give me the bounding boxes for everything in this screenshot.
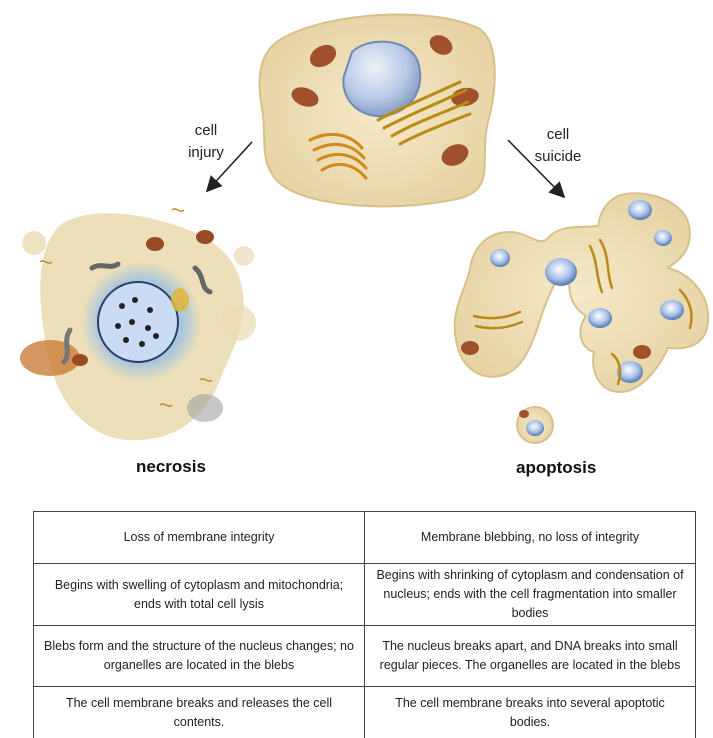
cell-death-illustration [0,0,713,500]
necrosis-caption: necrosis [136,457,206,477]
table-row: The cell membrane breaks and releases th… [34,687,696,738]
necrotic-cell [20,209,256,440]
necrosis-cell: The cell membrane breaks and releases th… [34,687,365,738]
suicide-label: cell suicide [526,124,590,168]
healthy-cell [260,15,495,207]
table-row: Loss of membrane integrity Membrane bleb… [34,512,696,564]
apoptosis-cell: The cell membrane breaks into several ap… [365,687,696,738]
necrosis-cell: Blebs form and the structure of the nucl… [34,626,365,687]
necrosis-cell: Begins with swelling of cytoplasm and mi… [34,564,365,626]
table-row: Begins with swelling of cytoplasm and mi… [34,564,696,626]
apoptotic-cell [455,193,708,443]
suicide-label-line2: suicide [526,146,590,168]
injury-label-line2: injury [176,142,236,164]
apoptosis-cell: Membrane blebbing, no loss of integrity [365,512,696,564]
injury-label-line1: cell [176,120,236,142]
apoptosis-caption: apoptosis [516,458,596,478]
injury-label: cell injury [176,120,236,164]
apoptosis-cell: Begins with shrinking of cytoplasm and c… [365,564,696,626]
comparison-table: Loss of membrane integrity Membrane bleb… [33,511,696,738]
necrosis-cell: Loss of membrane integrity [34,512,365,564]
apoptosis-cell: The nucleus breaks apart, and DNA breaks… [365,626,696,687]
table-row: Blebs form and the structure of the nucl… [34,626,696,687]
suicide-label-line1: cell [526,124,590,146]
